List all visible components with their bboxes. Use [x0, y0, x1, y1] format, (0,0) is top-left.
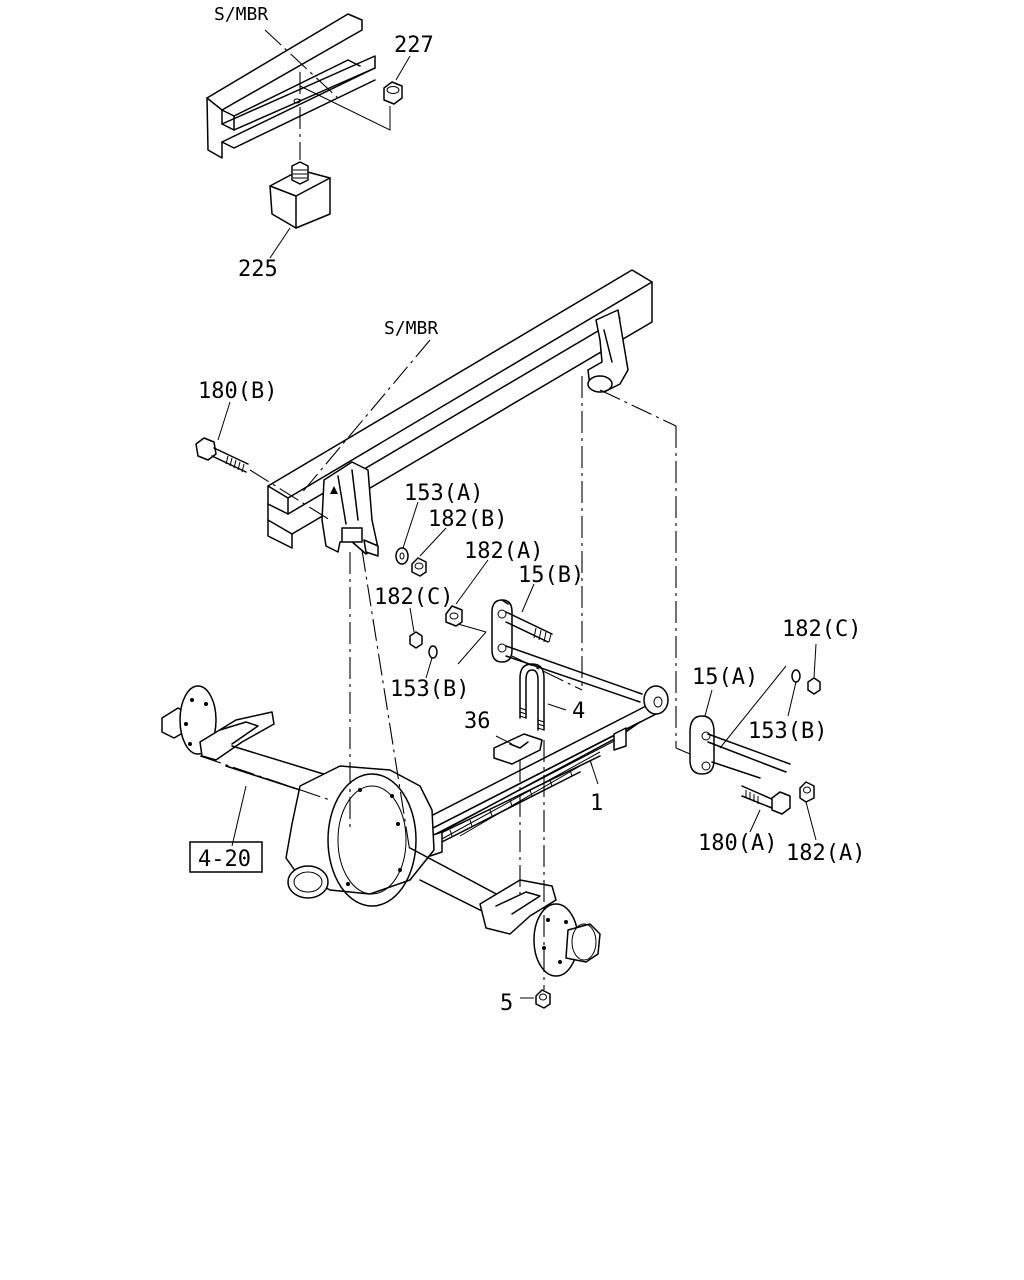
centerline-top — [264, 29, 341, 101]
leader-227 — [395, 55, 411, 81]
leader-15a — [704, 689, 713, 717]
upper-side-member — [206, 13, 376, 159]
nut-182c-left — [409, 631, 423, 649]
leader-180b — [217, 401, 231, 441]
leader-pair-bracket-right — [719, 665, 787, 749]
axle-centerline-left — [199, 755, 331, 801]
label-smbr-main: S/MBR — [384, 318, 438, 339]
leader-153a — [402, 501, 419, 549]
part-labels: S/MBR 227 225 S/MBR 180(B) 153(A) 182(B)… — [189, 4, 865, 1016]
nut-182a-lower — [799, 781, 815, 803]
bolt-180a — [741, 785, 791, 815]
leader-182c-right — [813, 643, 817, 679]
u-bolt-4 — [519, 663, 545, 731]
label-153b-right: 153(B) — [748, 719, 827, 744]
shackle-pin-15a-lower — [711, 761, 761, 779]
shackle-plate-15b — [491, 599, 513, 663]
nut-227 — [383, 81, 403, 105]
label-15b: 15(B) — [518, 563, 584, 588]
nut-182c-right — [807, 677, 821, 695]
rear-spring-hanger — [587, 309, 629, 393]
label-36: 36 — [464, 709, 491, 734]
front-spring-hanger — [321, 461, 379, 557]
leader-pair-bracket-left — [457, 623, 487, 665]
label-153a: 153(A) — [404, 481, 483, 506]
label-153b-left: 153(B) — [390, 677, 469, 702]
nut-182a-upper — [445, 605, 463, 627]
label-4-20-box — [189, 841, 263, 873]
leader-1 — [589, 759, 599, 785]
rear-axle-assembly — [161, 685, 601, 977]
leader-15b — [521, 583, 535, 613]
leader-180a — [749, 809, 761, 833]
label-4-20: 4-20 — [198, 847, 251, 872]
leader-4 — [547, 703, 567, 711]
nut-182b — [411, 557, 427, 577]
label-15a: 15(A) — [692, 665, 758, 690]
centerline-main — [299, 339, 431, 496]
label-182c-right: 182(C) — [782, 617, 861, 642]
label-182c-left: 182(C) — [374, 585, 453, 610]
label-smbr-top: S/MBR — [214, 4, 268, 25]
leader-4-20 — [231, 785, 247, 847]
spring-plate-36 — [493, 733, 543, 765]
leader-182a-lower — [805, 801, 817, 841]
alignment-lines — [349, 376, 691, 990]
label-4: 4 — [572, 699, 585, 724]
leader-227-bracket — [299, 85, 391, 131]
washer-153b-left — [428, 645, 438, 659]
nut-5 — [535, 989, 551, 1009]
leader-153b-right — [787, 681, 797, 717]
bolt-180b — [195, 437, 249, 473]
label-182b: 182(B) — [428, 507, 507, 532]
leader-36 — [495, 735, 513, 745]
leader-182b — [419, 527, 447, 557]
label-225: 225 — [238, 257, 278, 282]
label-182a-upper: 182(A) — [464, 539, 543, 564]
leader-225 — [269, 227, 291, 259]
bolt-180b-axis — [249, 469, 331, 521]
leader-153b-left — [425, 657, 433, 679]
label-1: 1 — [590, 791, 603, 816]
leader-182a-upper — [455, 559, 489, 605]
washer-153a — [395, 547, 409, 565]
label-5: 5 — [500, 991, 513, 1016]
bump-stopper-225 — [269, 161, 331, 229]
washer-153b-right — [791, 669, 801, 683]
leader-182c-left — [409, 607, 415, 633]
label-182a-lower: 182(A) — [786, 841, 865, 866]
label-227: 227 — [394, 33, 434, 58]
label-180b: 180(B) — [198, 379, 277, 404]
label-180a: 180(A) — [698, 831, 777, 856]
shackle-plate-15a — [689, 715, 715, 775]
